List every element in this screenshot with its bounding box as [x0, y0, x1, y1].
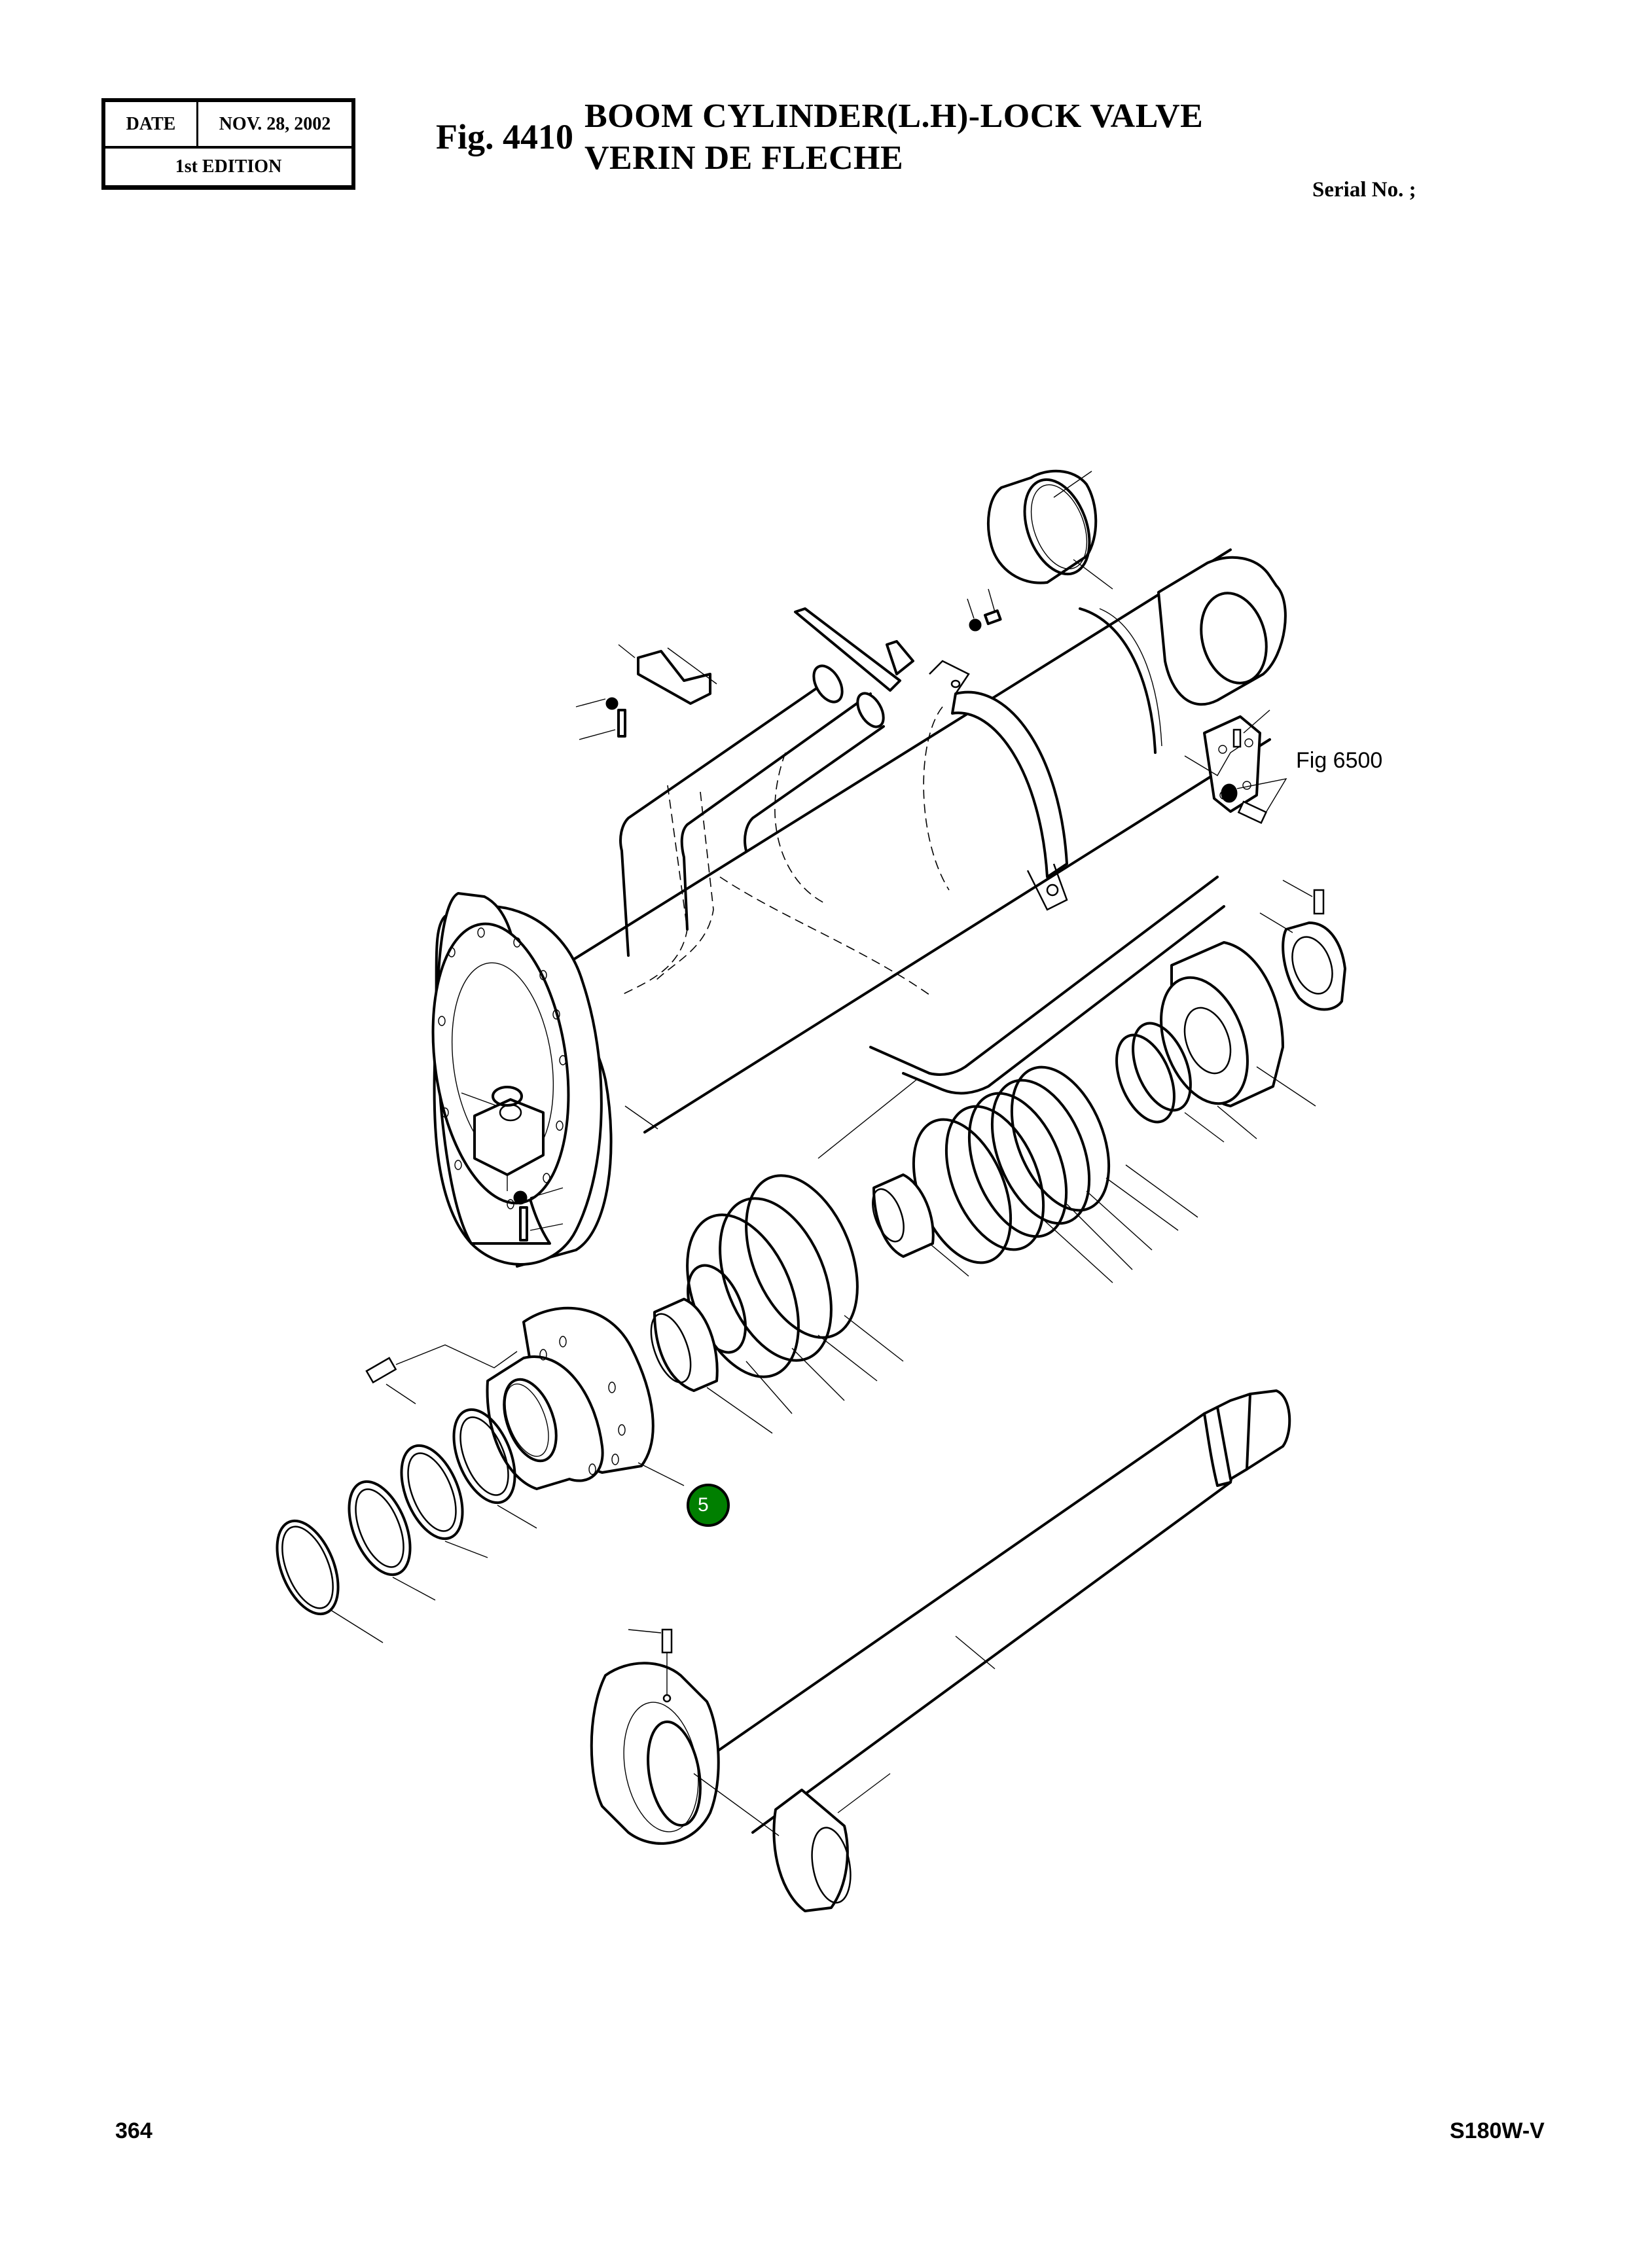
cylinder-tube-icon [568, 548, 1287, 1134]
piston-nut-icon [1259, 880, 1346, 1011]
date-edition-box: DATE NOV. 28, 2002 1st EDITION [101, 98, 355, 190]
model-label: S180W-V [1450, 2118, 1545, 2143]
hydraulic-pipe-icon [619, 607, 1261, 1159]
date-label: DATE [105, 102, 198, 146]
lock-valve-block-icon [461, 1086, 564, 1241]
bushing-top-icon [987, 469, 1113, 590]
page-title-english: BOOM CYLINDER(L.H)-LOCK VALVE [584, 98, 1204, 135]
edition-label: 1st EDITION [175, 156, 282, 177]
page-number: 364 [115, 2118, 153, 2143]
pipe-clamp-bracket-icon [575, 588, 1002, 740]
serial-number-label: Serial No. ; [1312, 178, 1416, 202]
figure-reference-link[interactable]: Fig 6500 [1296, 748, 1383, 773]
rod-cover-gland-icon [365, 1306, 685, 1490]
piston-rod-icon [590, 1389, 1291, 1912]
figure-number: Fig. 4410 [436, 117, 573, 156]
cylinder-head-flange-icon [431, 892, 658, 1268]
seal-rings-icon [650, 1022, 1257, 1434]
page-title-french: VERIN DE FLECHE [584, 139, 904, 177]
date-value: NOV. 28, 2002 [219, 113, 331, 134]
date-row: DATE NOV. 28, 2002 [105, 102, 351, 149]
part-callout-number: 5 [698, 1494, 709, 1516]
grease-fitting-icon [1184, 709, 1287, 825]
wiper-rings-icon [276, 1408, 537, 1643]
part-callout-5[interactable]: 5 [687, 1484, 730, 1527]
piston-icon [1160, 941, 1316, 1107]
